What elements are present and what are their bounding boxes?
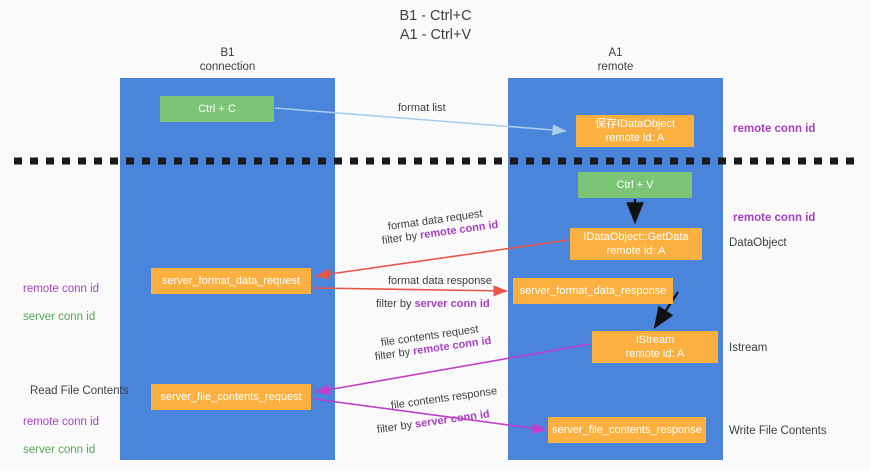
filter-prefix: filter by [376, 298, 415, 310]
edge-file-contents-response [313, 398, 547, 434]
node-ctrl-v[interactable]: Ctrl + V [578, 172, 692, 198]
node-idataobject-getdata[interactable]: IDataObject::GetData remote id: A [570, 228, 702, 260]
edge-label-format-data-response: format data response [388, 275, 492, 287]
column-header-a1: A1 remote [597, 47, 634, 73]
node-server-format-data-response[interactable]: server_format_data_response [513, 278, 673, 304]
label-remote-conn-id-left-bottom: remote conn id [23, 416, 100, 428]
edge-format-data-request [315, 239, 569, 280]
label-write-file-contents: Write File Contents [729, 425, 827, 437]
node-server-format-data-request[interactable]: server_format_data_request [151, 268, 311, 294]
edge-label-format-list: format list [398, 102, 446, 114]
filter-key-server-conn-id: server conn id [414, 298, 490, 310]
label-conn-id-group-bottom: remote conn id server conn id [23, 401, 99, 471]
edge-file-contents-request [315, 343, 591, 396]
edge-format-data-response [313, 285, 508, 297]
label-server-conn-id-left-mid: server conn id [23, 311, 96, 323]
edge-label-format-data-response-filter: filter by server conn id [376, 297, 490, 311]
node-server-file-contents-response[interactable]: server_file_contents_response [548, 417, 706, 443]
edge-response-to-istream [653, 291, 679, 329]
page-title: B1 - Ctrl+C A1 - Ctrl+V [399, 8, 472, 43]
label-remote-conn-id-top: remote conn id [733, 123, 816, 135]
node-server-file-contents-request[interactable]: server_file_contents_request [151, 384, 311, 410]
label-conn-id-group-mid: remote conn id server conn id [23, 268, 99, 338]
node-ctrl-c[interactable]: Ctrl + C [160, 96, 274, 122]
label-read-file-contents: Read File Contents [30, 385, 129, 397]
label-istream: Istream [729, 342, 768, 354]
label-remote-conn-id-mid: remote conn id [733, 212, 816, 224]
node-save-idataobject[interactable]: 保存IDataObject remote id: A [576, 115, 694, 147]
column-header-b1: B1 connection [199, 47, 256, 73]
node-istream[interactable]: IStream remote id: A [592, 331, 718, 363]
edge-format-list [274, 107, 567, 136]
label-remote-conn-id-left-mid: remote conn id [23, 283, 100, 295]
label-server-conn-id-left-bottom: server conn id [23, 444, 96, 456]
label-dataobject: DataObject [729, 237, 787, 249]
